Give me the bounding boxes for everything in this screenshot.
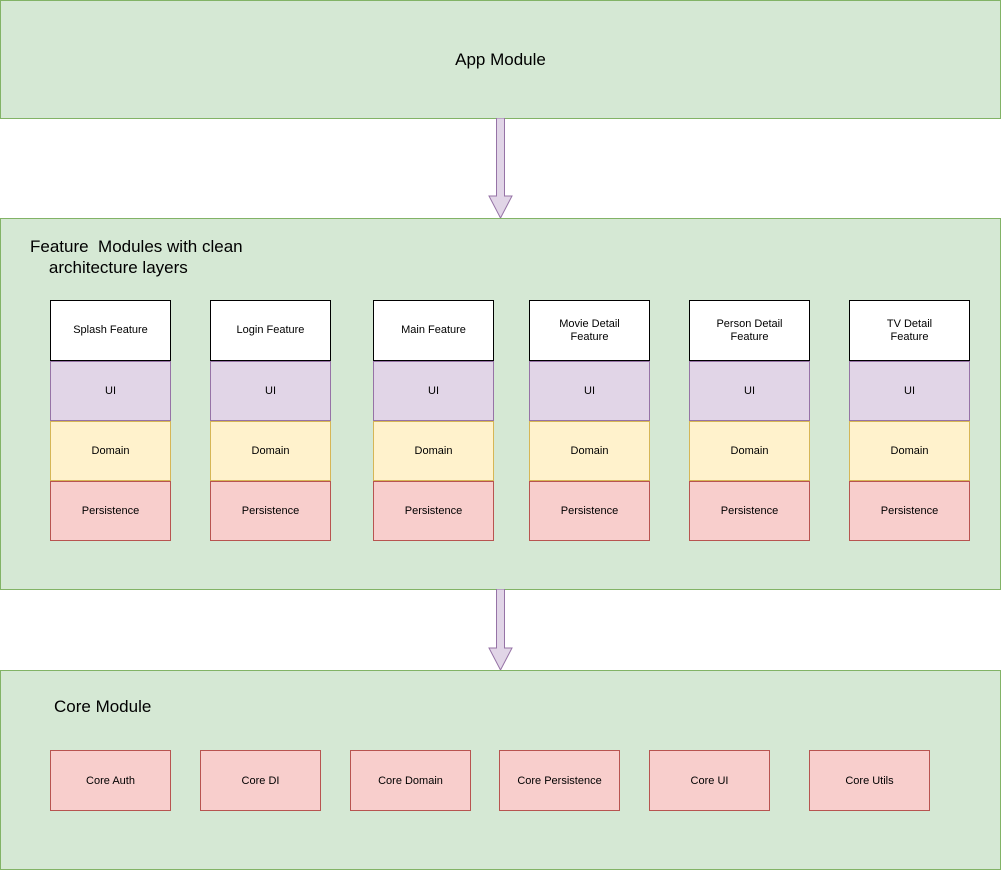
layer-ui: UI — [50, 361, 171, 421]
arrow-app-to-feature — [488, 118, 513, 219]
feature-module-title: Feature Modules with clean architecture … — [30, 237, 243, 277]
core-box-persistence[interactable]: Core Persistence — [499, 750, 620, 811]
app-module-label: App Module — [455, 49, 546, 69]
feature-name: Movie Detail Feature — [529, 300, 650, 361]
layer-persistence: Persistence — [210, 481, 331, 541]
core-box-ui[interactable]: Core UI — [649, 750, 770, 811]
layer-ui: UI — [210, 361, 331, 421]
app-module-container[interactable]: App Module — [0, 0, 1001, 119]
core-box-domain[interactable]: Core Domain — [350, 750, 471, 811]
layer-ui: UI — [373, 361, 494, 421]
feature-name: Splash Feature — [50, 300, 171, 361]
core-box-di[interactable]: Core DI — [200, 750, 321, 811]
core-module-title: Core Module — [54, 697, 152, 716]
layer-persistence: Persistence — [689, 481, 810, 541]
layer-ui: UI — [689, 361, 810, 421]
layer-ui: UI — [849, 361, 970, 421]
layer-persistence: Persistence — [373, 481, 494, 541]
layer-domain: Domain — [849, 421, 970, 481]
feature-column-main[interactable]: Main Feature UI Domain Persistence — [373, 300, 494, 541]
core-box-auth[interactable]: Core Auth — [50, 750, 171, 811]
layer-ui: UI — [529, 361, 650, 421]
core-box-utils[interactable]: Core Utils — [809, 750, 930, 811]
layer-persistence: Persistence — [529, 481, 650, 541]
feature-column-movie-detail[interactable]: Movie Detail Feature UI Domain Persisten… — [529, 300, 650, 541]
feature-column-splash[interactable]: Splash Feature UI Domain Persistence — [50, 300, 171, 541]
layer-persistence: Persistence — [50, 481, 171, 541]
layer-persistence: Persistence — [849, 481, 970, 541]
layer-domain: Domain — [373, 421, 494, 481]
feature-name: Login Feature — [210, 300, 331, 361]
feature-column-person-detail[interactable]: Person Detail Feature UI Domain Persiste… — [689, 300, 810, 541]
layer-domain: Domain — [210, 421, 331, 481]
layer-domain: Domain — [689, 421, 810, 481]
layer-domain: Domain — [50, 421, 171, 481]
feature-column-login[interactable]: Login Feature UI Domain Persistence — [210, 300, 331, 541]
arrow-feature-to-core — [488, 589, 513, 671]
feature-column-tv-detail[interactable]: TV Detail Feature UI Domain Persistence — [849, 300, 970, 541]
feature-name: TV Detail Feature — [849, 300, 970, 361]
layer-domain: Domain — [529, 421, 650, 481]
feature-name: Main Feature — [373, 300, 494, 361]
feature-name: Person Detail Feature — [689, 300, 810, 361]
